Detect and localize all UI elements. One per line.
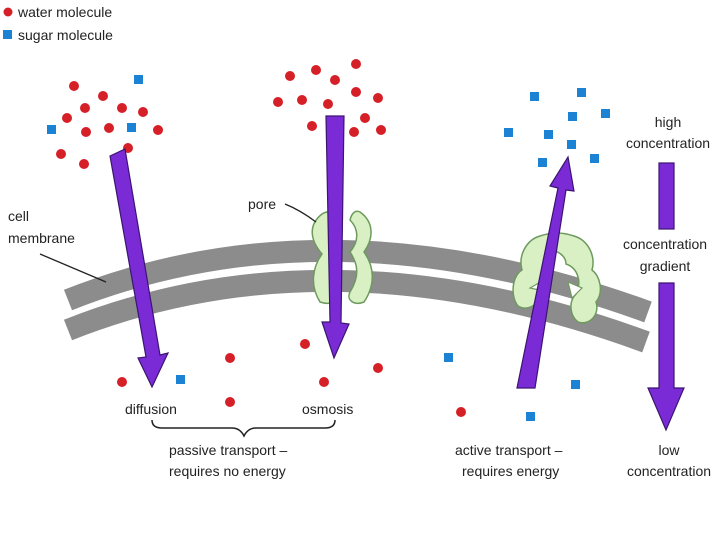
low-concentration-label-line1: low [658, 442, 680, 458]
water-molecule [117, 103, 127, 113]
sugar-molecule [47, 125, 56, 134]
passive-transport-brace [151, 419, 336, 438]
gradient-arrow-lower-shaft [647, 282, 685, 432]
water-molecule [456, 407, 466, 417]
bottom-molecules [117, 339, 580, 421]
water-molecule [98, 91, 108, 101]
water-molecule [104, 123, 114, 133]
water-molecule [319, 377, 329, 387]
top-middle-molecules [273, 59, 386, 137]
water-molecule [153, 125, 163, 135]
labels: cell membrane pore diffusion osmosis pas… [8, 114, 711, 479]
water-molecule [273, 97, 283, 107]
diffusion-arrow [109, 148, 170, 389]
water-molecule [307, 121, 317, 131]
water-molecule [225, 353, 235, 363]
gradient-arrow-upper-shaft [658, 162, 675, 230]
legend-sugar-square [3, 30, 12, 39]
water-molecule [81, 127, 91, 137]
pore-protein [284, 203, 373, 304]
water-molecule [69, 81, 79, 91]
water-molecule [373, 363, 383, 373]
water-molecule [62, 113, 72, 123]
legend-water-dot [3, 7, 13, 17]
sugar-molecule [601, 109, 610, 118]
osmosis-arrow [321, 115, 350, 360]
sugar-molecule [538, 158, 547, 167]
sugar-molecule [571, 380, 580, 389]
sugar-molecule [530, 92, 539, 101]
sugar-molecule [567, 140, 576, 149]
cell-membrane-label-line2: membrane [8, 230, 75, 246]
water-molecule [300, 339, 310, 349]
legend: water molecule sugar molecule [3, 4, 113, 43]
sugar-molecule [526, 412, 535, 421]
carrier-protein-notch-right [567, 280, 584, 300]
top-right-molecules [504, 88, 610, 167]
active-transport-arrow [516, 155, 575, 389]
sugar-molecule [568, 112, 577, 121]
water-molecule [349, 127, 359, 137]
osmosis-label: osmosis [302, 401, 353, 417]
legend-water-label: water molecule [17, 4, 112, 20]
pore-label: pore [248, 196, 276, 212]
cell-membrane-label-line1: cell [8, 208, 29, 224]
water-molecule [351, 87, 361, 97]
water-molecule [80, 103, 90, 113]
water-molecule [330, 75, 340, 85]
osmosis-arrow-body [321, 115, 350, 360]
water-molecule [138, 107, 148, 117]
top-left-molecules [47, 75, 163, 169]
sugar-molecule [134, 75, 143, 84]
water-molecule [297, 95, 307, 105]
pore-right-half [348, 210, 373, 304]
passive-transport-label-line1: passive transport – [169, 442, 287, 458]
water-molecule [56, 149, 66, 159]
sugar-molecule [444, 353, 453, 362]
high-concentration-label-line1: high [655, 114, 681, 130]
high-concentration-label-line2: concentration [626, 135, 710, 151]
sugar-molecule [504, 128, 513, 137]
water-molecule [323, 99, 333, 109]
active-transport-label-line2: requires energy [462, 463, 559, 479]
legend-sugar-label: sugar molecule [18, 27, 113, 43]
sugar-molecule [544, 130, 553, 139]
low-concentration-label-line2: concentration [627, 463, 711, 479]
diffusion-label: diffusion [125, 401, 177, 417]
water-molecule [311, 65, 321, 75]
passive-transport-label-line2: requires no energy [169, 463, 286, 479]
active-transport-arrow-body [516, 155, 575, 389]
water-molecule [376, 125, 386, 135]
water-molecule [360, 113, 370, 123]
diffusion-arrow-body [109, 148, 170, 389]
water-molecule [285, 71, 295, 81]
sugar-molecule [176, 375, 185, 384]
active-transport-label-line1: active transport – [455, 442, 563, 458]
sugar-molecule [590, 154, 599, 163]
water-molecule [373, 93, 383, 103]
concentration-gradient-label-line1: concentration [623, 236, 707, 252]
concentration-gradient-arrow [647, 162, 685, 432]
concentration-gradient-label-line2: gradient [640, 258, 691, 274]
pore-label-pointer [284, 203, 317, 223]
water-molecule [351, 59, 361, 69]
water-molecule [225, 397, 235, 407]
cell-membrane-pointer [39, 253, 107, 283]
sugar-molecule [127, 123, 136, 132]
water-molecule [79, 159, 89, 169]
water-molecule [117, 377, 127, 387]
sugar-molecule [577, 88, 586, 97]
